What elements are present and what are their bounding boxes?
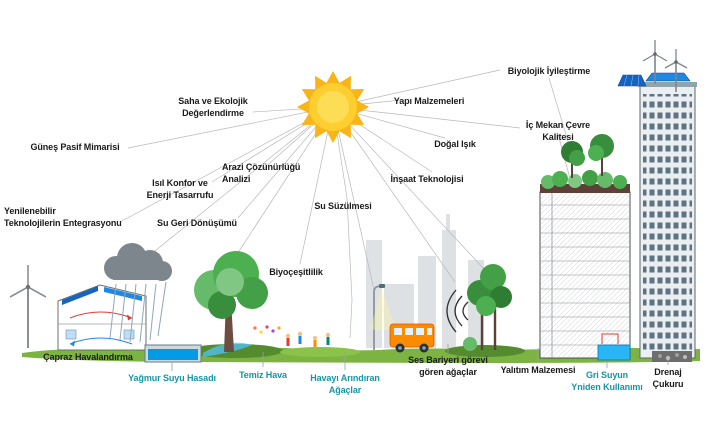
- flowers-icon: [253, 325, 281, 334]
- green-roof-building-icon: [539, 134, 631, 359]
- label-yenilenebilir-teknolojiler: Yenilenebilir Teknolojilerin Entegrasyon…: [4, 206, 122, 228]
- highrise-building-icon: [638, 72, 697, 359]
- label-saha-ekolojik: Saha ve Ekolojik Değerlendirme: [178, 96, 248, 118]
- rooftop-solar-panel-icon: [617, 74, 647, 87]
- label-yalitim-malzemesi: Yalıtım Malzemesi: [500, 365, 576, 375]
- bus-icon: [389, 323, 435, 353]
- rain-icon: [109, 281, 167, 343]
- people-icon: [285, 331, 331, 347]
- label-insaat-teknolojisi: İnşaat Teknolojisi: [390, 174, 464, 184]
- streetlamp-icon: [370, 284, 396, 350]
- wind-turbine-icon: [9, 265, 47, 348]
- sound-wave-icon: [446, 289, 469, 333]
- label-su-geri-donusumu: Su Geri Dönüşümü: [157, 218, 237, 228]
- label-yapi-malzemeleri: Yapı Malzemeleri: [393, 96, 465, 106]
- label-su-suzulmesi: Su Süzülmesi: [314, 201, 372, 211]
- drainage-pit-icon: [652, 351, 692, 362]
- label-arazi-cozunurlugu: Arazi Çözünürlüğü Analizi: [222, 162, 301, 184]
- label-drenaj-cukuru: Drenaj Çukuru: [652, 367, 684, 389]
- sun-icon: [297, 71, 369, 143]
- label-dogal-isik: Doğal Işık: [434, 139, 476, 149]
- label-yagmur-suyu-hasadi: Yağmur Suyu Hasadı: [128, 373, 216, 383]
- label-havayi-arindiran: Havayı Arındıran Ağaçlar: [310, 373, 380, 395]
- connector-lines: [119, 69, 573, 339]
- label-ic-mekan-cevre: İç Mekan Çevre Kalitesi: [525, 120, 591, 142]
- tree-icon: [194, 251, 268, 352]
- label-isil-konfor: Isıl Konfor ve Enerji Tasarrufu: [146, 178, 214, 200]
- water-basin-icon: [144, 344, 202, 363]
- rooftop-wind-turbines-icon: [642, 40, 688, 92]
- label-temiz-hava: Temiz Hava: [239, 370, 287, 380]
- label-tick-lines: [171, 344, 669, 371]
- label-gri-suyun: Gri Suyun Yniden Kullanımı: [571, 370, 643, 392]
- rain-cloud-icon: [104, 243, 172, 343]
- label-ses-bariyeri: Ses Bariyeri görevi gören ağaçlar: [408, 355, 488, 377]
- label-biyocesitlilik: Biyoçeşitlilik: [269, 267, 323, 277]
- label-capraz-havalandirma: Çapraz Havalandırma: [43, 352, 133, 362]
- barrier-trees-icon: [463, 264, 512, 351]
- roof-garden-icon: [541, 134, 627, 189]
- label-biyolojik-iyilestirme: Biyolojik İyileştirme: [507, 66, 591, 76]
- label-gunes-pasif-mimarisi: Güneş Pasif Mimarisi: [30, 142, 120, 152]
- greywater-tank-icon: [597, 333, 631, 361]
